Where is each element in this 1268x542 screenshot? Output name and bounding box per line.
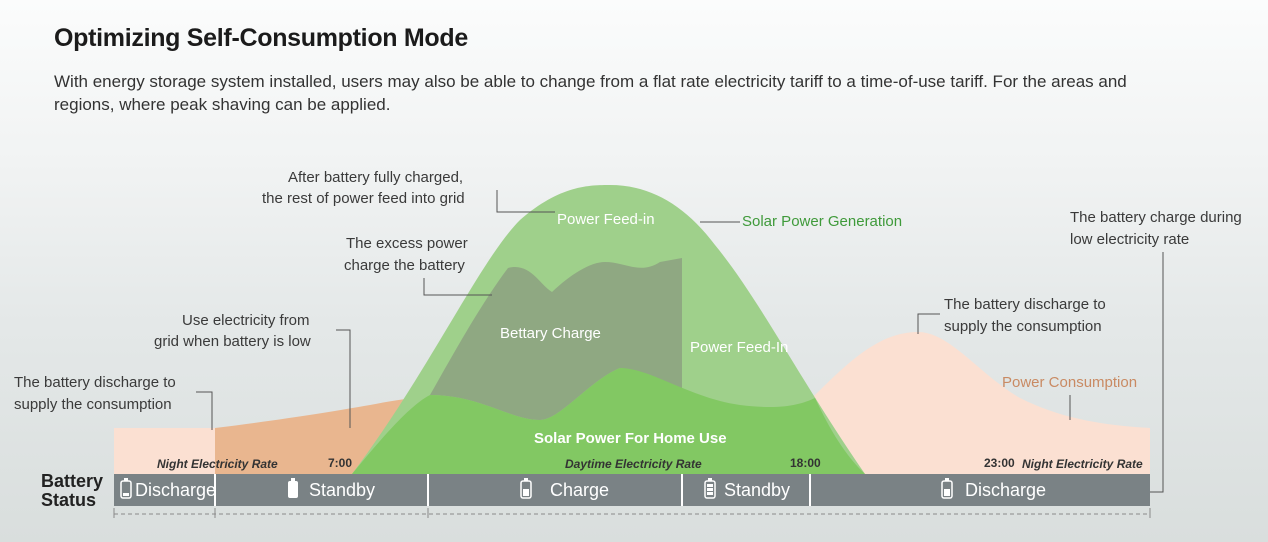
solar-generation-label: Solar Power Generation — [742, 213, 902, 230]
solar-home-use-area — [352, 368, 865, 474]
night-rate-right-label: Night Electricity Rate — [1022, 457, 1143, 471]
status-segment-charge: Charge — [550, 480, 609, 500]
status-segment-standby: Standby — [309, 480, 375, 500]
battery-low-icon — [941, 478, 953, 499]
evening-discharge-line1: The battery discharge to — [944, 296, 1106, 313]
time-23-label: 23:00 — [984, 456, 1015, 470]
solar-home-use-label: Solar Power For Home Use — [534, 430, 727, 447]
battery-status-label-line1: Battery — [41, 471, 103, 491]
page-title: Optimizing Self-Consumption Mode — [54, 24, 468, 52]
status-segment-standby-2: Standby — [724, 480, 790, 500]
status-segment-discharge: Discharge — [135, 480, 216, 500]
battery-charge-area — [430, 258, 682, 420]
battery-full-icon — [704, 478, 716, 499]
grid-line1: Use electricity from — [182, 312, 310, 329]
time-18-label: 18:00 — [790, 456, 821, 470]
battery-status-bar — [114, 474, 1150, 506]
power-consumption-label: Power Consumption — [1002, 374, 1137, 391]
charge-low-line1: The battery charge during — [1070, 209, 1242, 226]
after-full-line2: the rest of power feed into grid — [262, 190, 465, 207]
battery-half-icon — [520, 478, 532, 499]
night-discharge-line1: The battery discharge to — [14, 374, 176, 391]
power-feed-in-top-label: Power Feed-in — [557, 211, 655, 228]
battery-empty-icon — [120, 478, 132, 499]
power-feed-in-right-label: Power Feed-In — [690, 339, 788, 356]
battery-charge-label: Bettary Charge — [500, 325, 601, 342]
timeline-bracket — [113, 508, 1151, 518]
night-discharge-leader — [196, 391, 213, 430]
time-7-label: 7:00 — [328, 456, 352, 470]
grid-leader — [336, 329, 351, 428]
night-rate-left-label: Night Electricity Rate — [157, 457, 278, 471]
after-full-leader — [496, 190, 555, 213]
daytime-rate-label: Daytime Electricity Rate — [565, 457, 702, 471]
page-subtitle: With energy storage system installed, us… — [54, 72, 1127, 114]
battery-status-label-line2: Status — [41, 490, 96, 510]
charge-low-line2: low electricity rate — [1070, 231, 1189, 248]
evening-discharge-leader — [917, 313, 940, 334]
excess-line2: charge the battery — [344, 257, 465, 274]
charge-low-leader — [1150, 252, 1164, 493]
excess-line1: The excess power — [346, 235, 468, 252]
grid-line2: grid when battery is low — [154, 333, 311, 350]
evening-discharge-line2: supply the consumption — [944, 318, 1102, 335]
night-discharge-line2: supply the consumption — [14, 396, 172, 413]
after-full-line1: After battery fully charged, — [288, 169, 463, 186]
battery-low-icon — [288, 478, 298, 498]
status-segment-discharge-2: Discharge — [965, 480, 1046, 500]
excess-leader — [423, 278, 492, 296]
